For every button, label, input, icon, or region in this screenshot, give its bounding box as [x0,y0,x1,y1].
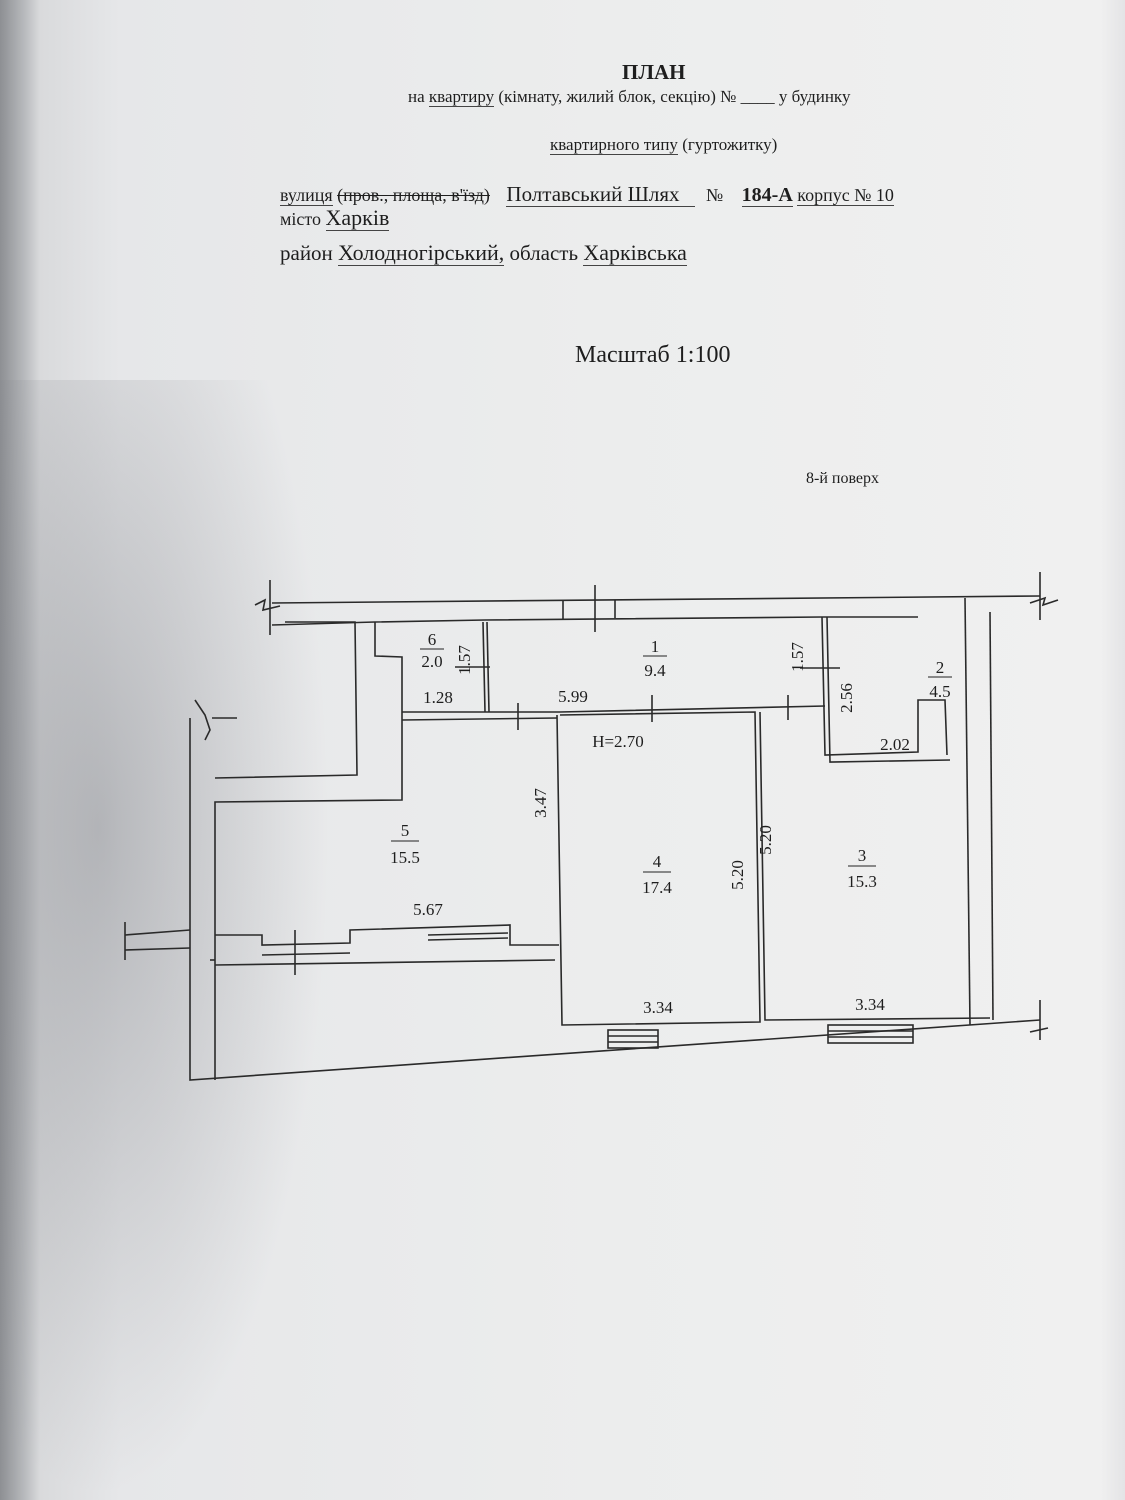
header-line-2: квартирного типу (гуртожитку) [550,135,777,155]
ceiling-height: H=2.70 [592,732,644,751]
text: у будинку [778,87,851,106]
window [427,932,509,941]
floor-label: 8-й поверх [806,470,880,487]
text: квартирного типу [550,135,678,155]
document-title: ПЛАН [622,60,686,84]
room-3-area: 15.3 [847,872,877,891]
room-6-length: 1.57 [455,645,474,675]
text: на [408,87,425,106]
city-value: Харків [325,205,390,231]
district-label: район [280,241,333,265]
room-1-length: 1.57 [788,642,807,672]
city-label: місто [280,209,322,229]
room-2-length: 2.56 [837,683,856,713]
region-value: Харківська [583,240,687,266]
room-6-number: 6 [428,630,437,649]
city-line: місто Харків [280,205,390,231]
room-6-area: 2.0 [421,652,442,671]
room-4-number: 4 [653,852,662,871]
room-5-length: 3.47 [531,788,550,818]
street-value: Полтавський Шлях [506,182,696,207]
room-2-width: 2.02 [880,735,910,754]
room-3-width: 3.34 [855,995,885,1014]
room-1-area: 9.4 [644,661,666,680]
room-2-number: 2 [936,658,945,677]
text: ____ [740,87,775,106]
street-label: вулиця [280,185,333,206]
number-value: 184-А [741,184,793,207]
number-label: № [705,185,724,205]
window [827,1024,914,1044]
room-5-width: 5.67 [413,900,443,919]
building-label: корпус № 10 [797,185,894,206]
text: (гуртожитку) [682,135,778,154]
room-4-area: 17.4 [642,878,672,897]
room-1-number: 1 [651,637,660,656]
scale-label: Масштаб 1:100 [575,342,731,368]
district-line: район Холодногірський, область Харківськ… [280,240,687,266]
street-line: вулиця (пров., площа, в'їзд) Полтавський… [280,182,894,207]
room-5-number: 5 [401,821,410,840]
room-1-width: 5.99 [558,687,588,706]
text: квартиру [428,87,495,107]
room-3-number: 3 [858,846,867,865]
walls [124,572,1059,1081]
text: (кімнату, жилий блок, секцію) № [498,87,737,106]
room-4-width: 3.34 [643,998,673,1017]
room-2-area: 4.5 [929,682,950,701]
struck-text: (пров., площа, в'їзд) [337,185,490,205]
region-label: область [509,241,579,265]
window [607,1029,659,1049]
room-3-length: 5.20 [756,825,775,855]
room-4-length: 5.20 [728,860,747,890]
room-5-area: 15.5 [390,848,420,867]
room-labels: 6 2.0 1.28 1.57 1 9.4 5.99 1.57 2 4.5 2.… [390,630,952,1017]
header-line-1: на квартиру (кімнату, жилий блок, секцію… [408,87,850,107]
district-value: Холодногірський, [338,240,505,266]
room-6-width: 1.28 [423,688,453,707]
